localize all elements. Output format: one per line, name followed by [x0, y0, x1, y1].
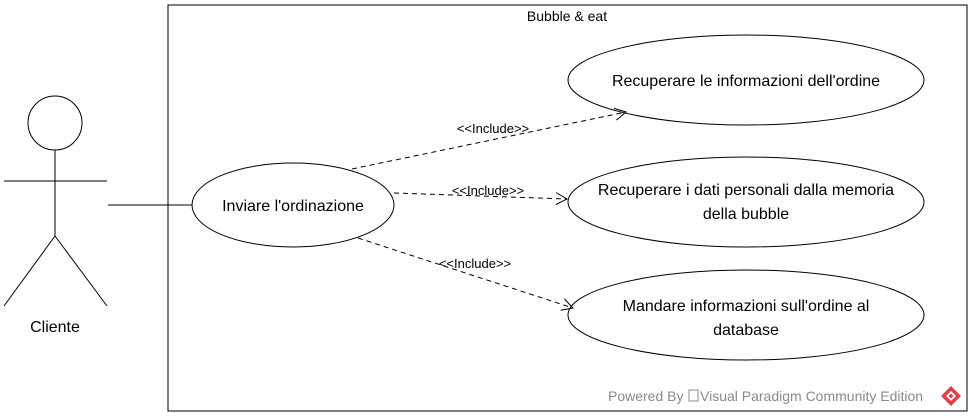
- use-case-label: Inviare l'ordinazione: [222, 198, 364, 215]
- use-case-ellipse: [191, 162, 395, 248]
- actor-right-leg: [54, 235, 108, 307]
- footer-brand-text: Visual Paradigm Community Edition: [700, 388, 923, 404]
- use-case-label-line-1: Recuperare i dati personali dalla memori…: [598, 182, 894, 199]
- actor-left-leg: [3, 235, 56, 307]
- footer-powered-text: Powered By: [608, 388, 683, 404]
- use-case-label: Recuperare le informazioni dell'ordine: [612, 73, 880, 90]
- include-label-2: <<Include>>: [452, 183, 524, 198]
- use-case-label-line-2: database: [713, 322, 779, 339]
- use-case-ellipse: [567, 156, 925, 248]
- system-name: Bubble & eat: [527, 8, 607, 24]
- use-case-recuperare-informazioni[interactable]: Recuperare le informazioni dell'ordine: [567, 34, 925, 126]
- include-label-1: <<Include>>: [457, 121, 529, 136]
- include-arrow-2[interactable]: [393, 192, 569, 206]
- use-case-label-line-1: Mandare informazioni sull'ordine al: [623, 298, 870, 315]
- actor-head: [27, 95, 83, 151]
- actor-name: Cliente: [30, 319, 80, 336]
- system-boundary[interactable]: [167, 4, 968, 412]
- visual-paradigm-logo-icon: [941, 386, 961, 406]
- use-case-inviare-ordinazione[interactable]: Inviare l'ordinazione: [191, 162, 395, 248]
- powered-by-footer: Powered By Visual Paradigm Community Edi…: [608, 386, 961, 406]
- use-case-mandare-informazioni[interactable]: Mandare informazioni sull'ordine al data…: [567, 269, 925, 361]
- footer-box-icon: [688, 389, 699, 402]
- include-label-3: <<Include>>: [439, 256, 511, 271]
- use-case-ellipse: [567, 269, 925, 361]
- include-arrow-1[interactable]: [351, 107, 628, 170]
- use-case-ellipse: [567, 34, 925, 126]
- use-case-label-line-2: della bubble: [703, 206, 789, 223]
- actor-cliente[interactable]: Cliente: [3, 95, 108, 336]
- use-case-recuperare-dati-personali[interactable]: Recuperare i dati personali dalla memori…: [567, 156, 925, 248]
- include-arrow-3[interactable]: [357, 237, 574, 311]
